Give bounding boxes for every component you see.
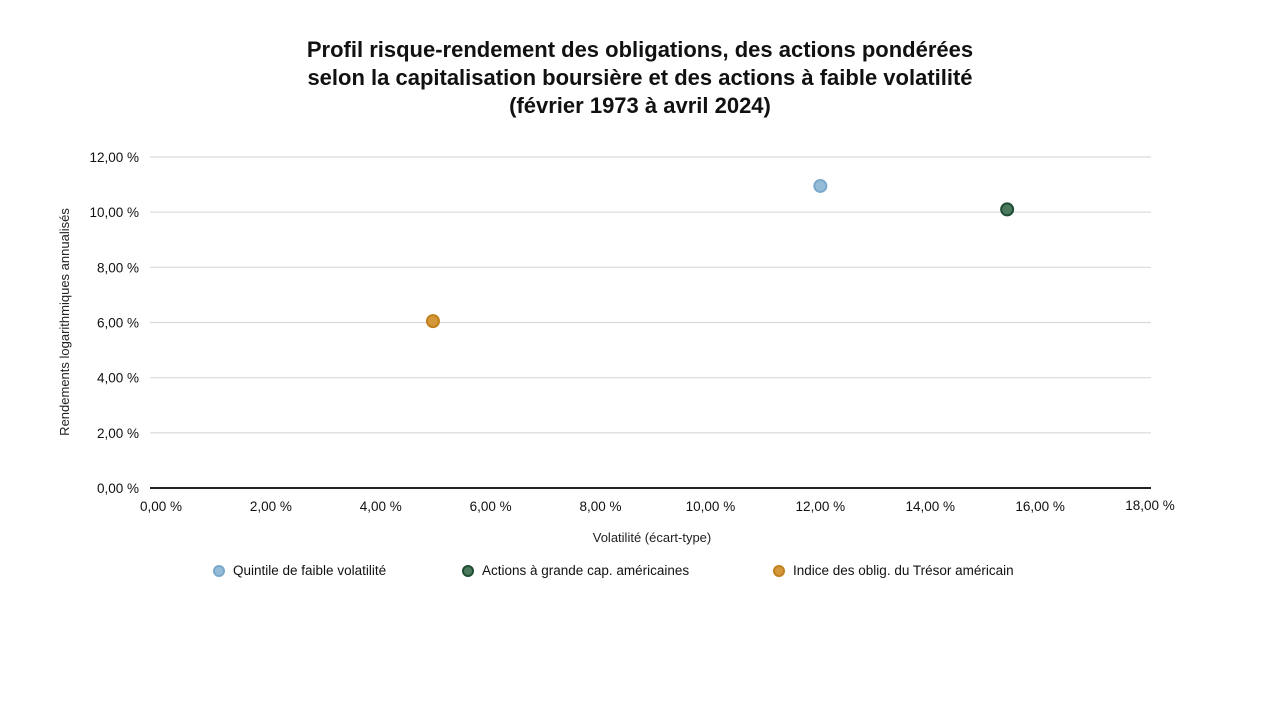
chart-title-line-2: selon la capitalisation boursière et des… xyxy=(307,65,973,90)
x-tick-label: 6,00 % xyxy=(470,499,512,514)
legend-label: Quintile de faible volatilité xyxy=(233,563,387,578)
x-tick-label: 4,00 % xyxy=(360,499,402,514)
chart-title-line-1: Profil risque-rendement des obligations,… xyxy=(306,37,974,62)
y-tick-label: 6,00 % xyxy=(97,316,139,331)
x-tick-label: 12,00 % xyxy=(796,499,846,514)
x-tick-label: 18,00 % xyxy=(1125,498,1175,513)
legend-item-us-treasury: Indice des oblig. du Trésor américain xyxy=(773,563,1014,578)
x-axis-title: Volatilité (écart-type) xyxy=(593,530,712,545)
y-tick-label: 4,00 % xyxy=(97,371,139,386)
data-point xyxy=(813,178,828,193)
y-tick-label: 10,00 % xyxy=(89,205,139,220)
gridlines xyxy=(150,156,1151,434)
chart-title-line-3: (février 1973 à avril 2024) xyxy=(509,93,771,118)
legend-item-us-large-cap: Actions à grande cap. américaines xyxy=(462,563,689,578)
data-points xyxy=(425,178,1015,329)
chart-title: Profil risque-rendement des obligations,… xyxy=(0,36,1280,120)
legend-label: Indice des oblig. du Trésor américain xyxy=(793,563,1014,578)
legend-marker-icon xyxy=(213,564,225,577)
x-tick-label: 8,00 % xyxy=(580,499,622,514)
y-tick-label: 8,00 % xyxy=(97,260,139,275)
x-tick-label: 0,00 % xyxy=(140,499,182,514)
data-point xyxy=(1000,202,1015,217)
legend: Quintile de faible volatilité Actions à … xyxy=(0,563,1280,583)
x-tick-label: 14,00 % xyxy=(905,499,955,514)
x-tick-label: 16,00 % xyxy=(1015,499,1065,514)
y-axis-title: Rendements logarithmiques annualisés xyxy=(57,208,72,436)
x-tick-label: 2,00 % xyxy=(250,499,292,514)
x-tick-label: 10,00 % xyxy=(686,499,736,514)
legend-label: Actions à grande cap. américaines xyxy=(482,563,690,578)
legend-marker-icon xyxy=(462,564,474,577)
y-axis-ticks: 0,00 % 2,00 % 4,00 % 6,00 % 8,00 % 10,00 % 12,… xyxy=(89,150,139,496)
y-tick-label: 0,00 % xyxy=(97,481,139,496)
y-tick-label: 12,00 % xyxy=(89,150,139,165)
legend-marker-icon xyxy=(773,564,785,577)
x-axis-ticks: 0,00 % 2,00 % 4,00 % 6,00 % 8,00 % 10,00 % 12,… xyxy=(140,498,1175,514)
legend-item-low-volatility: Quintile de faible volatilité xyxy=(213,563,386,578)
y-tick-label: 2,00 % xyxy=(97,426,139,441)
data-point xyxy=(425,314,440,329)
